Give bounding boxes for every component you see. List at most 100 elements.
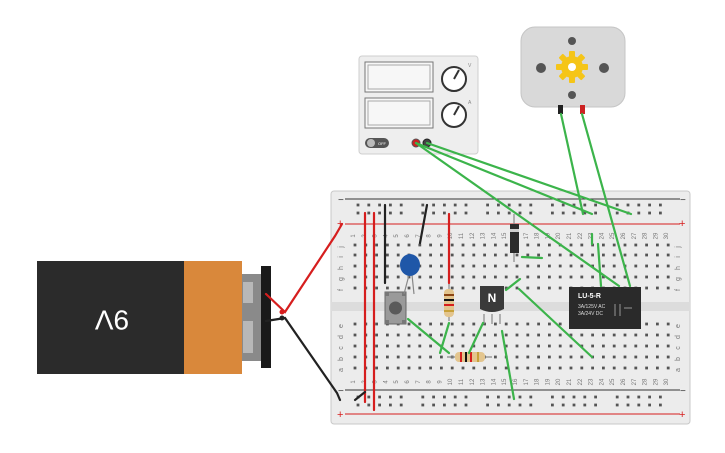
- hole-d30[interactable]: [666, 333, 670, 337]
- hole-h22[interactable]: [580, 264, 584, 268]
- rail-hole[interactable]: [648, 395, 651, 399]
- hole-g3[interactable]: [375, 275, 378, 279]
- hole-j25[interactable]: [612, 243, 616, 247]
- hole-b30[interactable]: [666, 355, 670, 359]
- hole-d22[interactable]: [580, 333, 584, 337]
- hole-c16[interactable]: [515, 344, 519, 348]
- hole-e28[interactable]: [645, 322, 648, 326]
- hole-c19[interactable]: [548, 344, 551, 348]
- hole-j21[interactable]: [569, 243, 573, 247]
- rail-hole[interactable]: [626, 203, 630, 207]
- rail-hole[interactable]: [583, 395, 587, 399]
- hole-c20[interactable]: [558, 344, 562, 348]
- rail-hole[interactable]: [648, 211, 651, 215]
- hole-g20[interactable]: [558, 275, 562, 279]
- hole-h20[interactable]: [558, 264, 562, 268]
- hole-d11[interactable]: [461, 333, 465, 337]
- breadboard[interactable]: − + − + − + − + 112233445566778899101011…: [330, 190, 691, 425]
- rail-hole[interactable]: [399, 203, 403, 207]
- hole-i19[interactable]: [548, 253, 551, 257]
- hole-a26[interactable]: [623, 366, 627, 370]
- rail-hole[interactable]: [389, 395, 392, 399]
- hole-g12[interactable]: [472, 275, 476, 279]
- rail-hole[interactable]: [659, 403, 662, 407]
- rail-hole[interactable]: [464, 211, 468, 215]
- hole-i16[interactable]: [515, 253, 519, 257]
- rail-hole[interactable]: [637, 203, 641, 207]
- hole-a3[interactable]: [375, 366, 378, 370]
- hole-i27[interactable]: [634, 253, 638, 257]
- rail-hole[interactable]: [453, 395, 457, 399]
- rail-hole[interactable]: [561, 395, 565, 399]
- hole-b7[interactable]: [418, 355, 422, 359]
- hole-j8[interactable]: [429, 243, 432, 247]
- hole-h24[interactable]: [602, 264, 605, 268]
- hole-c10[interactable]: [450, 344, 454, 348]
- rail-hole[interactable]: [367, 403, 371, 407]
- hole-b3[interactable]: [375, 355, 378, 359]
- hole-b24[interactable]: [602, 355, 605, 359]
- rail-hole[interactable]: [648, 403, 651, 407]
- wire-green-transistor-diode[interactable]: [504, 277, 522, 292]
- hole-g4[interactable]: [386, 275, 389, 279]
- hole-e18[interactable]: [537, 322, 540, 326]
- hole-f19[interactable]: [548, 286, 551, 290]
- rail-hole[interactable]: [551, 203, 554, 207]
- rail-hole[interactable]: [367, 203, 371, 207]
- hole-i21[interactable]: [569, 253, 573, 257]
- wire-green-resistor-resistor[interactable]: [438, 321, 451, 355]
- battery-terminal-negative[interactable]: [243, 321, 253, 353]
- resistor-vertical[interactable]: [444, 283, 454, 321]
- hole-b29[interactable]: [656, 355, 659, 359]
- hole-a1[interactable]: [353, 366, 357, 370]
- hole-d17[interactable]: [526, 333, 530, 337]
- rail-hole[interactable]: [421, 203, 425, 207]
- hole-i15[interactable]: [504, 253, 508, 257]
- hole-j14[interactable]: [494, 243, 497, 247]
- hole-c25[interactable]: [612, 344, 616, 348]
- hole-h13[interactable]: [483, 264, 486, 268]
- rail-hole[interactable]: [464, 203, 468, 207]
- hole-h9[interactable]: [440, 264, 443, 268]
- hole-j5[interactable]: [396, 243, 400, 247]
- rail-hole[interactable]: [453, 211, 457, 215]
- motor-terminal-positive[interactable]: [580, 105, 585, 114]
- rail-hole[interactable]: [432, 203, 435, 207]
- hole-d29[interactable]: [656, 333, 659, 337]
- hole-i1[interactable]: [353, 253, 357, 257]
- battery-terminal-positive[interactable]: [243, 282, 253, 303]
- hole-g23[interactable]: [591, 275, 594, 279]
- hole-g22[interactable]: [580, 275, 584, 279]
- rail-hole[interactable]: [594, 395, 597, 399]
- hole-g13[interactable]: [483, 275, 486, 279]
- hole-f11[interactable]: [461, 286, 465, 290]
- rail-hole[interactable]: [399, 403, 403, 407]
- rail-hole[interactable]: [529, 403, 533, 407]
- npn-transistor[interactable]: N: [480, 286, 504, 324]
- hole-f10[interactable]: [450, 286, 454, 290]
- hole-f28[interactable]: [645, 286, 648, 290]
- hole-d10[interactable]: [450, 333, 454, 337]
- rail-hole[interactable]: [486, 403, 489, 407]
- hole-c1[interactable]: [353, 344, 357, 348]
- hole-j3[interactable]: [375, 243, 378, 247]
- hole-a20[interactable]: [558, 366, 562, 370]
- rail-hole[interactable]: [648, 203, 651, 207]
- hole-b6[interactable]: [407, 355, 411, 359]
- hole-g17[interactable]: [526, 275, 530, 279]
- hole-g16[interactable]: [515, 275, 519, 279]
- hole-i13[interactable]: [483, 253, 486, 257]
- hole-b4[interactable]: [386, 355, 389, 359]
- hole-b14[interactable]: [494, 355, 497, 359]
- wire-green-motor-negative[interactable]: [559, 112, 585, 216]
- hole-a16[interactable]: [515, 366, 519, 370]
- rail-hole[interactable]: [432, 403, 435, 407]
- rail-hole[interactable]: [464, 395, 468, 399]
- hole-h8[interactable]: [429, 264, 432, 268]
- rail-hole[interactable]: [507, 211, 511, 215]
- rail-hole[interactable]: [529, 395, 533, 399]
- rail-hole[interactable]: [356, 203, 360, 207]
- wire-black-capacitor[interactable]: [418, 203, 429, 245]
- hole-j11[interactable]: [461, 243, 465, 247]
- hole-d8[interactable]: [429, 333, 432, 337]
